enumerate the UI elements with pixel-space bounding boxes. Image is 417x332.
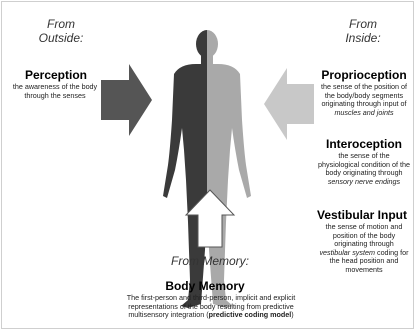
arrow-from-memory [184,189,236,248]
proprioception-description: the sense of the position of the body/bo… [318,82,410,117]
from-inside-line2: Inside: [345,31,381,45]
body-memory-text-tail: ) [291,310,294,320]
proprioception-text: the sense of the position of the body/bo… [321,82,407,109]
vestibular-title: Vestibular Input [316,208,407,222]
from-outside-line1: From [47,17,75,31]
body-memory-title: Body Memory [165,279,245,293]
vestibular-emphasis: vestibular system [319,247,375,257]
interoception-emphasis: sensory nerve endings [327,176,401,186]
from-inside-line1: From [349,17,377,31]
diagram-frame [1,1,414,329]
from-memory-heading: From Memory: [171,254,249,268]
proprioception-title: Proprioception [321,68,407,82]
perception-description: the awareness of the body through the se… [12,82,98,100]
vestibular-text-tail: coding for the head position and movemen… [329,247,409,274]
arrow-from-outside [101,64,152,136]
body-memory-text: The first-person and third-person, impli… [126,293,296,320]
interoception-title: Interoception [325,137,402,151]
vestibular-text: the sense of motion and position of the … [325,222,403,249]
from-outside-line2: Outside: [38,31,84,45]
arrow-from-inside [264,68,314,140]
from-inside-heading: From Inside: [323,17,403,45]
vestibular-description: the sense of motion and position of the … [318,222,410,275]
from-outside-heading: From Outside: [26,17,96,45]
interoception-description: the sense of the physiological condition… [318,151,410,186]
body-memory-description: The first-person and third-person, impli… [116,293,306,320]
interoception-text: the sense of the physiological condition… [318,151,410,178]
body-memory-bold: predictive coding model [208,310,292,320]
proprioception-emphasis: muscles and joints [334,107,394,117]
perception-title: Perception [24,68,87,82]
